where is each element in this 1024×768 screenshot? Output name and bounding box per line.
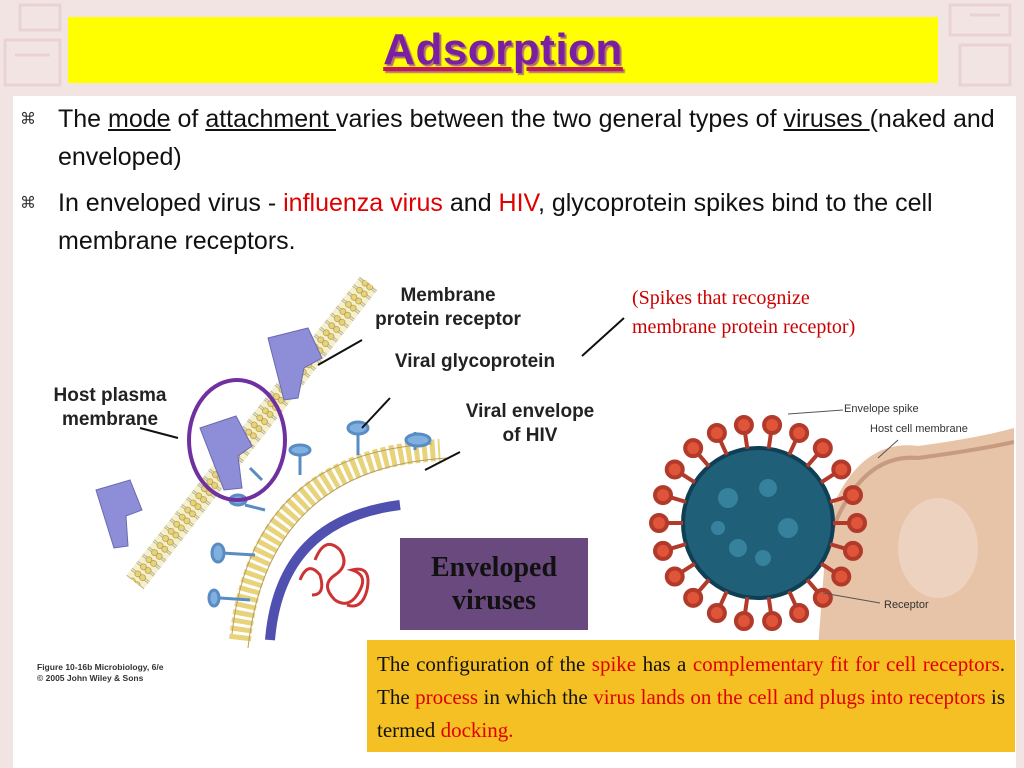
note-text-highlight: docking. [440,718,514,742]
bullet-text: , glycoprotein spikes bind to the cell m… [58,189,933,255]
bullet-text-underlined: viruses [783,105,870,133]
envelope-spike-head [733,610,754,631]
command-bullet-icon: ⌘ [20,195,36,212]
note-text: . The [377,652,1005,709]
label-receptor: Receptor [884,599,929,611]
slide-title: Adsorption [383,25,623,74]
envelope-spike-head [664,566,685,587]
membrane-receptor [267,327,323,401]
label-envelope-spike: Envelope spike [844,403,919,415]
label-viral-envelope: Viral envelope of HIV [444,400,616,448]
bullet-list: ⌘ The mode of attachment varies between … [20,100,1010,268]
bullet-text: of [170,105,206,133]
note-text: in which the [478,685,594,709]
envelope-spike-head [812,587,833,608]
envelope-spike-head [789,603,810,624]
caption-line: © 2005 John Wiley & Sons [37,673,144,683]
bullet-text: and [442,189,499,217]
envelope-spike-head [762,415,783,436]
envelope-spike-head [653,485,674,506]
envelope-spike-head [831,459,852,480]
spike-note: (Spikes that recognize membrane protein … [632,287,856,338]
note-text: is termed [377,685,1006,742]
virus-docking-illustration [618,398,1014,648]
docking-note-box: The configuration of the spike has a com… [367,640,1015,752]
title-bar: Adsorption [68,17,938,83]
note-text: The configuration of the [377,652,592,676]
caption-line: Figure 10-16b Microbiology, 6/e [37,662,164,672]
enveloped-box-line: Enveloped [430,552,558,583]
envelope-spike-head [649,513,669,533]
bullet-text-highlight: influenza virus [283,189,443,217]
envelope-spike-head [842,485,863,506]
attachment-highlight-circle [187,378,287,502]
command-bullet-icon: ⌘ [20,111,36,128]
envelope-spike-head [812,438,833,459]
envelope-spike-head [789,422,810,443]
envelope-spike-head [683,438,704,459]
label-line: protein receptor [375,309,521,330]
envelope-spike-head [831,566,852,587]
label-viral-glycoprotein: Viral glycoprotein [394,351,556,372]
envelope-spike-head [664,459,685,480]
enveloped-box-line: viruses [452,585,536,616]
note-text-highlight: spike [591,652,637,676]
bullet-text: (naked and enveloped) [58,105,995,171]
membrane-receptor [95,479,143,549]
envelope-spike-head [706,422,727,443]
envelope-spike-head [653,540,674,561]
bullet-text-underlined: mode [108,105,171,133]
envelope-spike-head [762,610,783,631]
envelope-spike-head [847,513,867,533]
envelope-spike-head [842,540,863,561]
envelope-spike-head [706,603,727,624]
bullet-text-underlined: attachment [205,105,336,133]
envelope-spike-head [683,587,704,608]
label-host-plasma-membrane: Host plasma membrane [36,384,184,432]
envelope-spike-head [733,415,754,436]
enveloped-viruses-box: Enveloped viruses [400,538,588,630]
host-membrane-bilayer [126,276,378,590]
bullet-text-highlight: HIV [498,189,538,217]
label-line: membrane [61,409,159,430]
bullet-item: ⌘ In enveloped virus - influenza virus a… [20,184,1010,260]
note-text-highlight: virus lands on the cell and plugs into r… [593,685,986,709]
label-host-cell-membrane: Host cell membrane [870,423,968,435]
note-text: has a [636,652,693,676]
bullet-item: ⌘ The mode of attachment varies between … [20,100,1010,176]
label-line: Viral envelope [465,401,595,422]
note-text-highlight: process [415,685,479,709]
membrane-receptor [199,415,253,491]
bullet-text: In enveloped virus - [58,189,284,217]
label-line: of HIV [502,425,558,446]
note-text-highlight: complementary fit for cell receptors [692,652,1000,676]
bullet-text: varies between the two general types of [335,105,784,133]
figure-caption: Figure 10-16b Microbiology, 6/e © 2005 J… [37,662,163,684]
label-line: Host plasma [53,385,167,406]
bullet-text: The [58,105,109,133]
label-line: Membrane [400,285,496,306]
label-membrane-protein-receptor: Membrane protein receptor [350,284,546,332]
